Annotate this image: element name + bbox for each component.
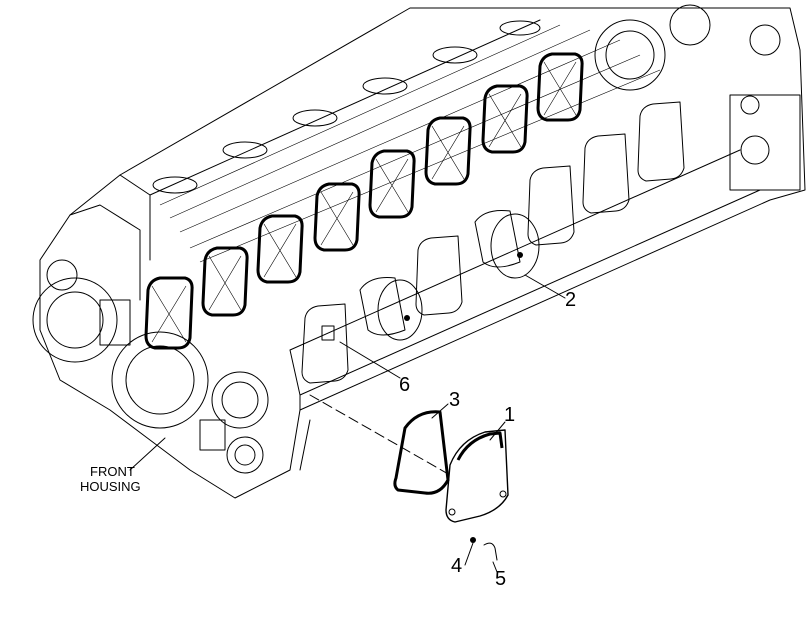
callout-4: 4 <box>451 555 462 577</box>
upper-cover <box>481 84 529 154</box>
front-housing-label-line1: FRONT <box>90 464 135 479</box>
upper-cover <box>536 52 584 122</box>
upper-cover <box>424 116 472 186</box>
gasket <box>393 410 450 495</box>
lower-cover-row <box>301 101 685 384</box>
breather-assemblies <box>359 210 540 341</box>
callout-1: 1 <box>504 404 515 426</box>
callout-5: 5 <box>495 568 506 590</box>
upper-cover <box>144 276 194 350</box>
engine-block <box>32 4 806 499</box>
upper-cover <box>368 149 416 219</box>
plug <box>483 542 498 561</box>
upper-cover <box>256 214 304 284</box>
side-cover <box>445 429 509 523</box>
upper-cover-row <box>144 52 584 350</box>
front-housing-label-line2: HOUSING <box>80 479 141 494</box>
leader-lines <box>129 274 566 573</box>
exploded-parts <box>309 394 509 561</box>
callout-3: 3 <box>449 389 460 411</box>
callout-6: 6 <box>399 374 410 396</box>
upper-cover <box>313 182 361 252</box>
upper-cover <box>201 246 249 317</box>
callout-2: 2 <box>565 289 576 311</box>
bolt <box>470 537 476 543</box>
